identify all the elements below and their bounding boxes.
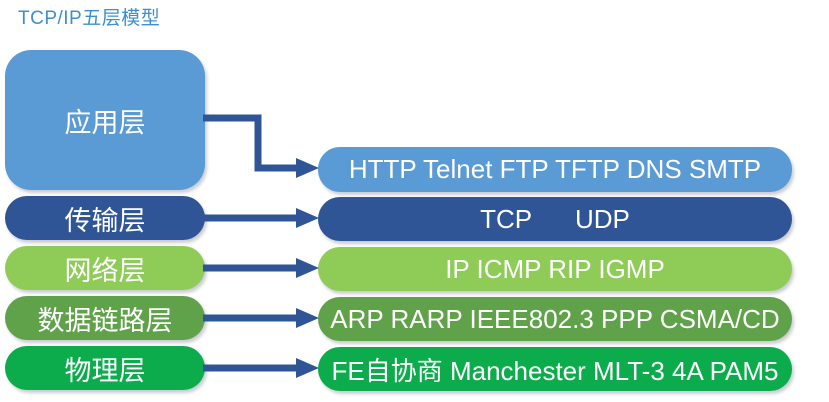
layer-label-application: 应用层 [64,107,146,138]
layer-box-physical: 物理层 [5,346,205,390]
layer-label-datalink: 数据链路层 [37,305,173,336]
layer-box-transport: 传输层 [5,196,205,240]
arrowhead-application [296,158,319,178]
arrowhead-physical [296,358,319,378]
layer-label-physical: 物理层 [64,355,146,386]
arrowhead-network [296,258,319,278]
protocol-box-network: IP ICMP RIP IGMP [318,247,792,291]
protocol-label-application: HTTP Telnet FTP TFTP DNS SMTP [348,154,762,184]
protocol-box-transport: TCP UDP [318,197,792,241]
protocol-box-physical: FE自协商 Manchester MLT-3 4A PAM5 [318,347,792,391]
layer-box-network: 网络层 [5,246,205,290]
protocol-label-datalink: ARP RARP IEEE802.3 PPP CSMA/CD [330,303,780,334]
protocol-label-physical: FE自协商 Manchester MLT-3 4A PAM5 [331,355,779,386]
layer-box-application: 应用层 [5,50,205,190]
arrow-application [203,114,297,172]
protocol-box-datalink: ARP RARP IEEE802.3 PPP CSMA/CD [318,297,792,341]
protocol-label-transport: TCP UDP [480,203,630,234]
layer-box-datalink: 数据链路层 [5,296,205,340]
protocol-box-application: HTTP Telnet FTP TFTP DNS SMTP [318,147,792,192]
arrowhead-datalink [296,308,319,328]
protocol-label-network: IP ICMP RIP IGMP [445,253,665,284]
layer-label-network: 网络层 [64,255,146,286]
diagram-title: TCP/IP五层模型 [18,8,161,29]
arrowhead-transport [296,208,319,228]
layer-label-transport: 传输层 [64,205,146,236]
